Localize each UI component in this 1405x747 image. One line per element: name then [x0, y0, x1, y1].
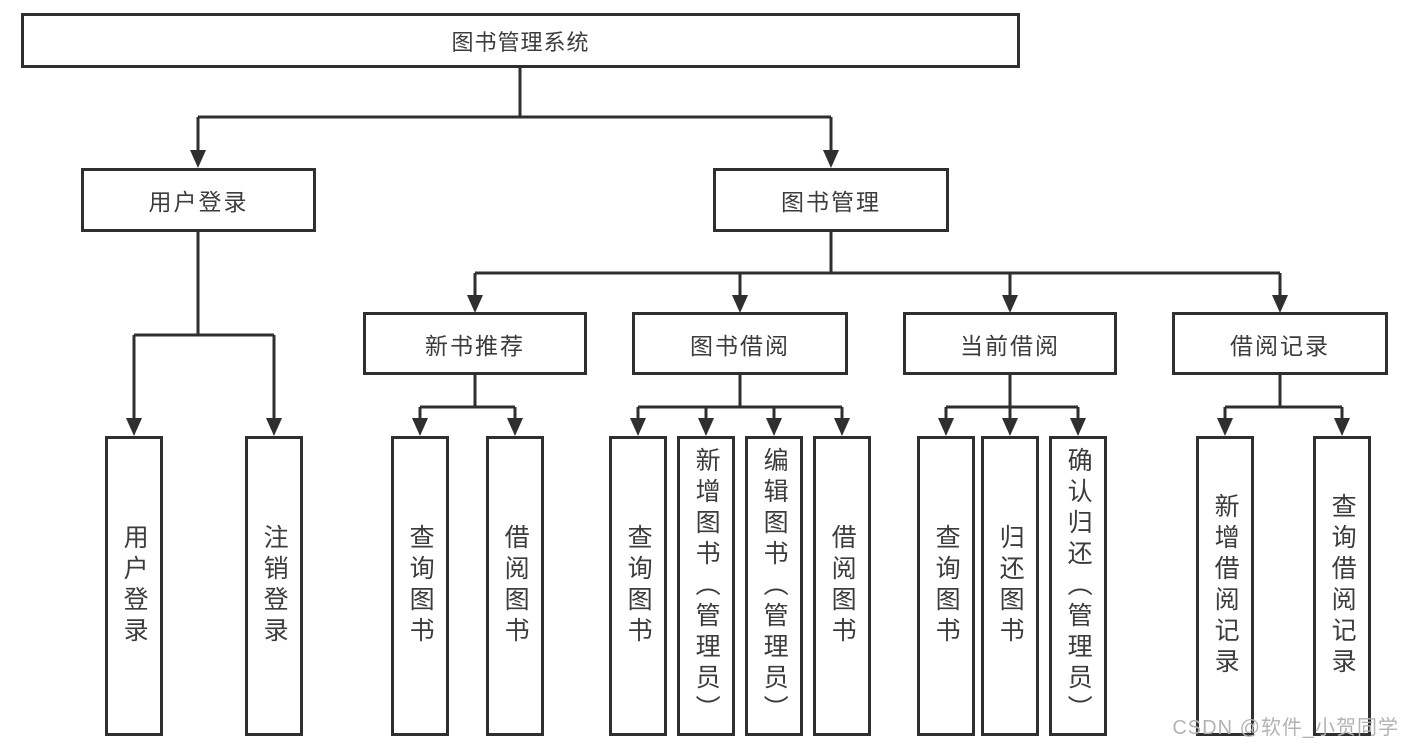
- node-current-borrowing: 当前借阅: [903, 312, 1117, 375]
- node-borrowing-records: 借阅记录: [1172, 312, 1388, 375]
- arrow-icon: [126, 418, 142, 436]
- node-label: 图书借阅: [690, 332, 790, 359]
- node-leaf-add-borrow-record: 新增借阅记录: [1196, 436, 1254, 736]
- arrow-icon: [467, 295, 483, 313]
- node-label: 归还图书: [996, 524, 1025, 648]
- arrow-icon: [698, 418, 714, 436]
- arrow-icon: [507, 418, 523, 436]
- arrowheads: [126, 150, 1350, 436]
- node-label: 查询图书: [624, 524, 653, 648]
- node-book-borrowing: 图书借阅: [632, 312, 848, 375]
- arrow-icon: [938, 418, 954, 436]
- arrow-icon: [412, 418, 428, 436]
- node-label: 查询图书: [406, 524, 435, 648]
- node-leaf-query-books-current: 查询图书: [917, 436, 975, 736]
- edge-bookmgmt-to-level3: [473, 232, 1282, 297]
- node-label: 借阅图书: [828, 524, 857, 648]
- arrow-icon: [190, 150, 206, 168]
- edge-userlogin-to-leaves: [132, 232, 276, 420]
- arrow-icon: [732, 295, 748, 313]
- node-leaf-borrow-books-recommend: 借阅图书: [486, 436, 544, 736]
- node-label: 借阅图书: [501, 524, 530, 648]
- edge-currentborrow-to-leaves: [944, 375, 1080, 420]
- node-leaf-query-borrow-record: 查询借阅记录: [1313, 436, 1371, 736]
- arrow-icon: [1070, 418, 1086, 436]
- node-user-login: 用户登录: [81, 168, 316, 232]
- node-label: 查询借阅记录: [1328, 493, 1357, 679]
- arrow-icon: [1272, 295, 1288, 313]
- node-label: 确认归还（管理员）: [1064, 446, 1093, 726]
- arrow-icon: [834, 418, 850, 436]
- node-leaf-confirm-return-admin: 确认归还（管理员）: [1049, 436, 1107, 736]
- arrow-icon: [1002, 295, 1018, 313]
- node-label: 编辑图书（管理员）: [760, 446, 789, 726]
- node-label: 当前借阅: [960, 332, 1060, 359]
- node-leaf-logout: 注销登录: [245, 436, 303, 736]
- node-label: 查询图书: [932, 524, 961, 648]
- edge-borrowrecords-to-leaves: [1223, 375, 1344, 420]
- node-leaf-query-books-recommend: 查询图书: [391, 436, 449, 736]
- arrow-icon: [1334, 418, 1350, 436]
- node-label: 用户登录: [148, 189, 249, 215]
- node-label: 用户登录: [120, 524, 149, 648]
- node-label: 图书管理: [781, 189, 881, 215]
- node-book-management: 图书管理: [713, 168, 949, 232]
- node-leaf-query-books-borrowing: 查询图书: [609, 436, 667, 736]
- arrow-icon: [823, 150, 839, 168]
- csdn-watermark: CSDN @软件_小贺同学: [1172, 717, 1399, 739]
- arrow-icon: [1217, 418, 1233, 436]
- node-label: 新增借阅记录: [1211, 493, 1240, 679]
- arrow-icon: [1002, 418, 1018, 436]
- arrow-icon: [766, 418, 782, 436]
- node-leaf-add-books-admin: 新增图书（管理员）: [677, 436, 735, 736]
- node-new-book-recommend: 新书推荐: [363, 312, 587, 375]
- node-label: 图书管理系统: [451, 29, 590, 55]
- node-leaf-user-login: 用户登录: [105, 436, 163, 736]
- edge-bookborrow-to-leaves: [636, 375, 844, 420]
- node-label: 新增图书（管理员）: [692, 446, 721, 726]
- arrow-icon: [630, 418, 646, 436]
- node-leaf-return-books: 归还图书: [981, 436, 1039, 736]
- node-label: 借阅记录: [1230, 332, 1330, 359]
- arrow-icon: [266, 418, 282, 436]
- node-label: 新书推荐: [425, 332, 525, 359]
- node-leaf-borrow-books: 借阅图书: [813, 436, 871, 736]
- edge-root-to-level2: [196, 68, 833, 152]
- node-library-management-system: 图书管理系统: [21, 13, 1020, 68]
- node-leaf-edit-books-admin: 编辑图书（管理员）: [745, 436, 803, 736]
- node-label: 注销登录: [260, 524, 289, 648]
- edge-newbook-to-leaves: [418, 375, 517, 420]
